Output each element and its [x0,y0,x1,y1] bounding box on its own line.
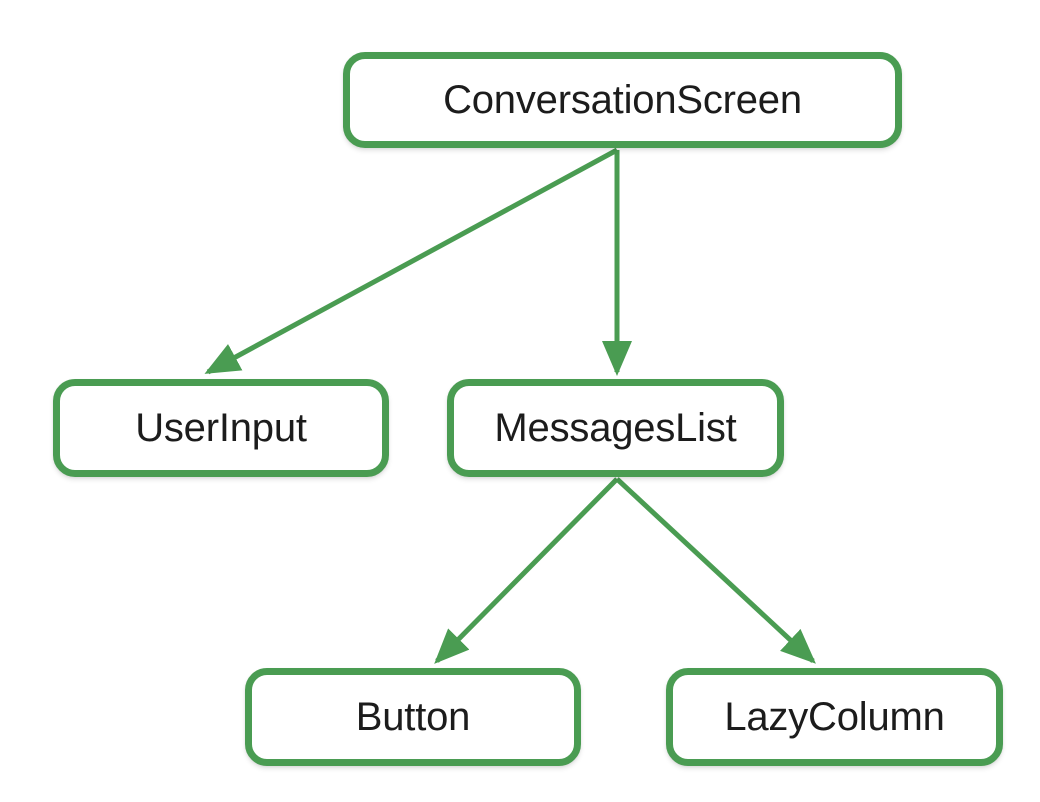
node-label: Button [355,695,471,739]
node-conversationscreen[interactable]: ConversationScreen [343,52,902,148]
node-lazycolumn[interactable]: LazyColumn [666,668,1003,766]
edge-messageslist-to-button [434,477,619,664]
node-messageslist[interactable]: MessagesList [447,379,784,477]
node-userinput[interactable]: UserInput [53,379,389,477]
node-button[interactable]: Button [245,668,581,766]
edge-conversationscreen-to-userinput [204,147,619,375]
node-label: LazyColumn [724,695,945,739]
node-label: MessagesList [494,406,737,450]
edge-messageslist-to-lazycolumn [615,477,816,664]
node-label: ConversationScreen [443,78,802,122]
node-label: UserInput [135,406,307,450]
